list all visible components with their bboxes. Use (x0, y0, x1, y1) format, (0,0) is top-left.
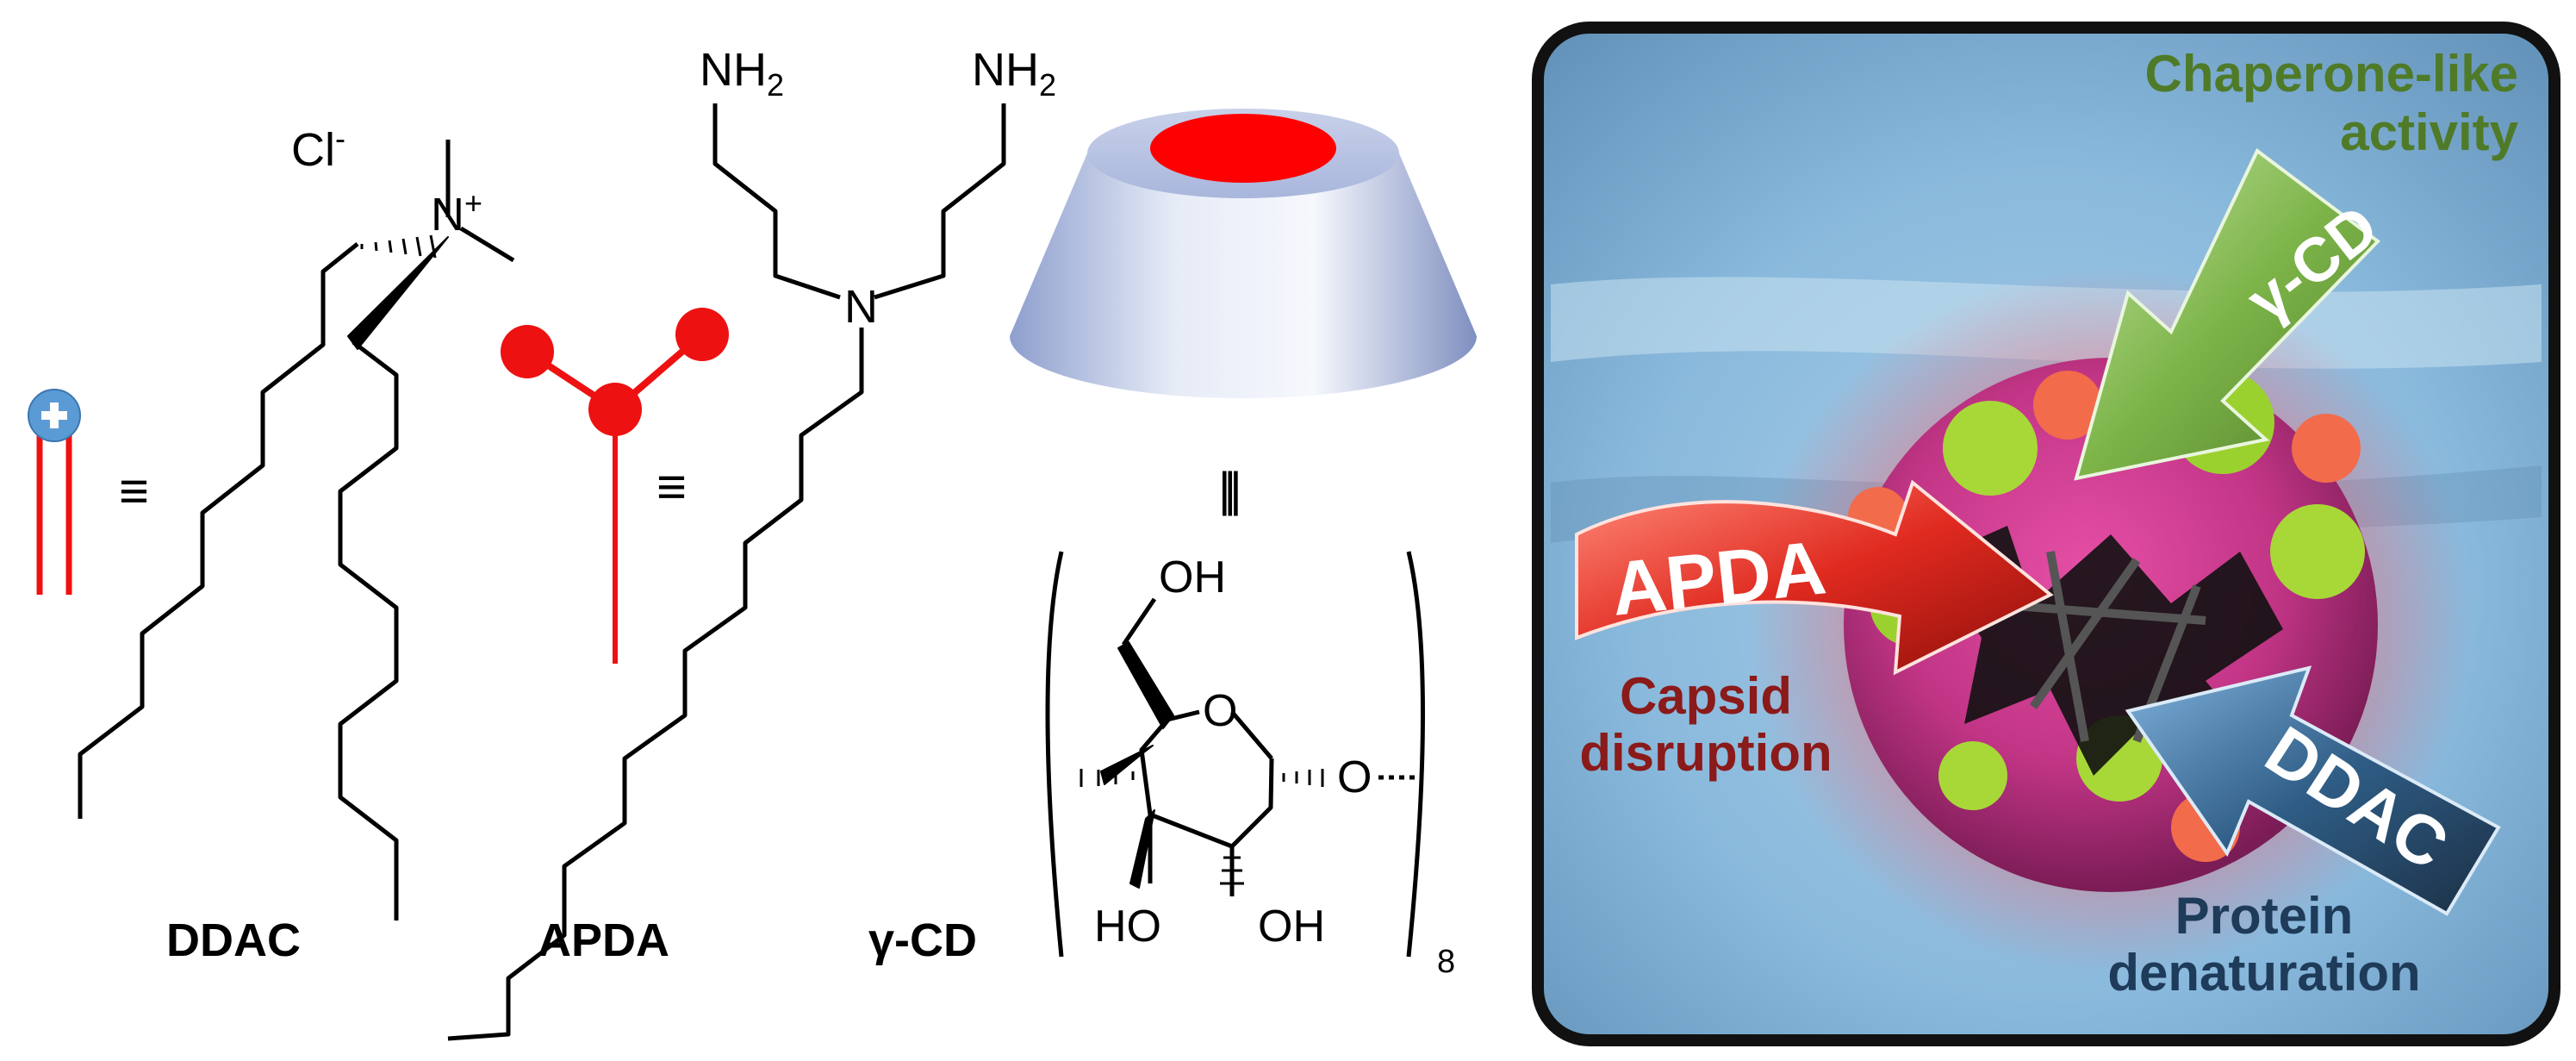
apda-nitrogen-label: N (844, 281, 878, 333)
apda-amine-right: NH2 (972, 44, 1057, 103)
protein-denaturation-label: Protein denaturation (2107, 887, 2421, 1002)
plus-icon (28, 389, 81, 442)
capsid-disruption-label: Capsid disruption (1579, 667, 1832, 782)
ddac-arrow (2125, 665, 2501, 916)
gcd-link-oxygen: O (1337, 752, 1372, 802)
gcd-repeat-count: 8 (1437, 944, 1456, 980)
gcd-name-label: γ-CD (868, 914, 978, 966)
gcd-oh-right: OH (1258, 902, 1325, 952)
cationic-surfactant-icon (28, 389, 81, 595)
chaperone-label: Chaperone-like activity (2144, 45, 2518, 161)
apda-amine-left: NH2 (700, 44, 785, 103)
apda-name-label: APDA (538, 914, 670, 966)
gcd-repeat-unit (1045, 551, 1425, 958)
ddac-structure (78, 140, 515, 921)
gcd-arrow (2074, 147, 2381, 481)
apda-structure (447, 103, 1006, 1041)
cyclodextrin-cone-icon (1010, 109, 1477, 398)
apda-arrow (1575, 479, 2054, 676)
ddac-name-label: DDAC (166, 914, 301, 966)
mechanism-panel (1532, 22, 2560, 1046)
chloride-label: Cl- (291, 121, 345, 176)
gcd-oh-top: OH (1159, 552, 1226, 602)
equiv-symbol-gcd: ||| (1218, 462, 1241, 516)
trivalent-amine-icon (501, 308, 729, 664)
gcd-ring-oxygen: O (1203, 686, 1238, 736)
ddac-nitrogen-label: N+ (431, 185, 483, 240)
equiv-symbol-ddac: ≡ (119, 462, 150, 520)
gcd-oh-left: HO (1094, 902, 1161, 952)
equiv-symbol-apda: ≡ (656, 458, 688, 515)
